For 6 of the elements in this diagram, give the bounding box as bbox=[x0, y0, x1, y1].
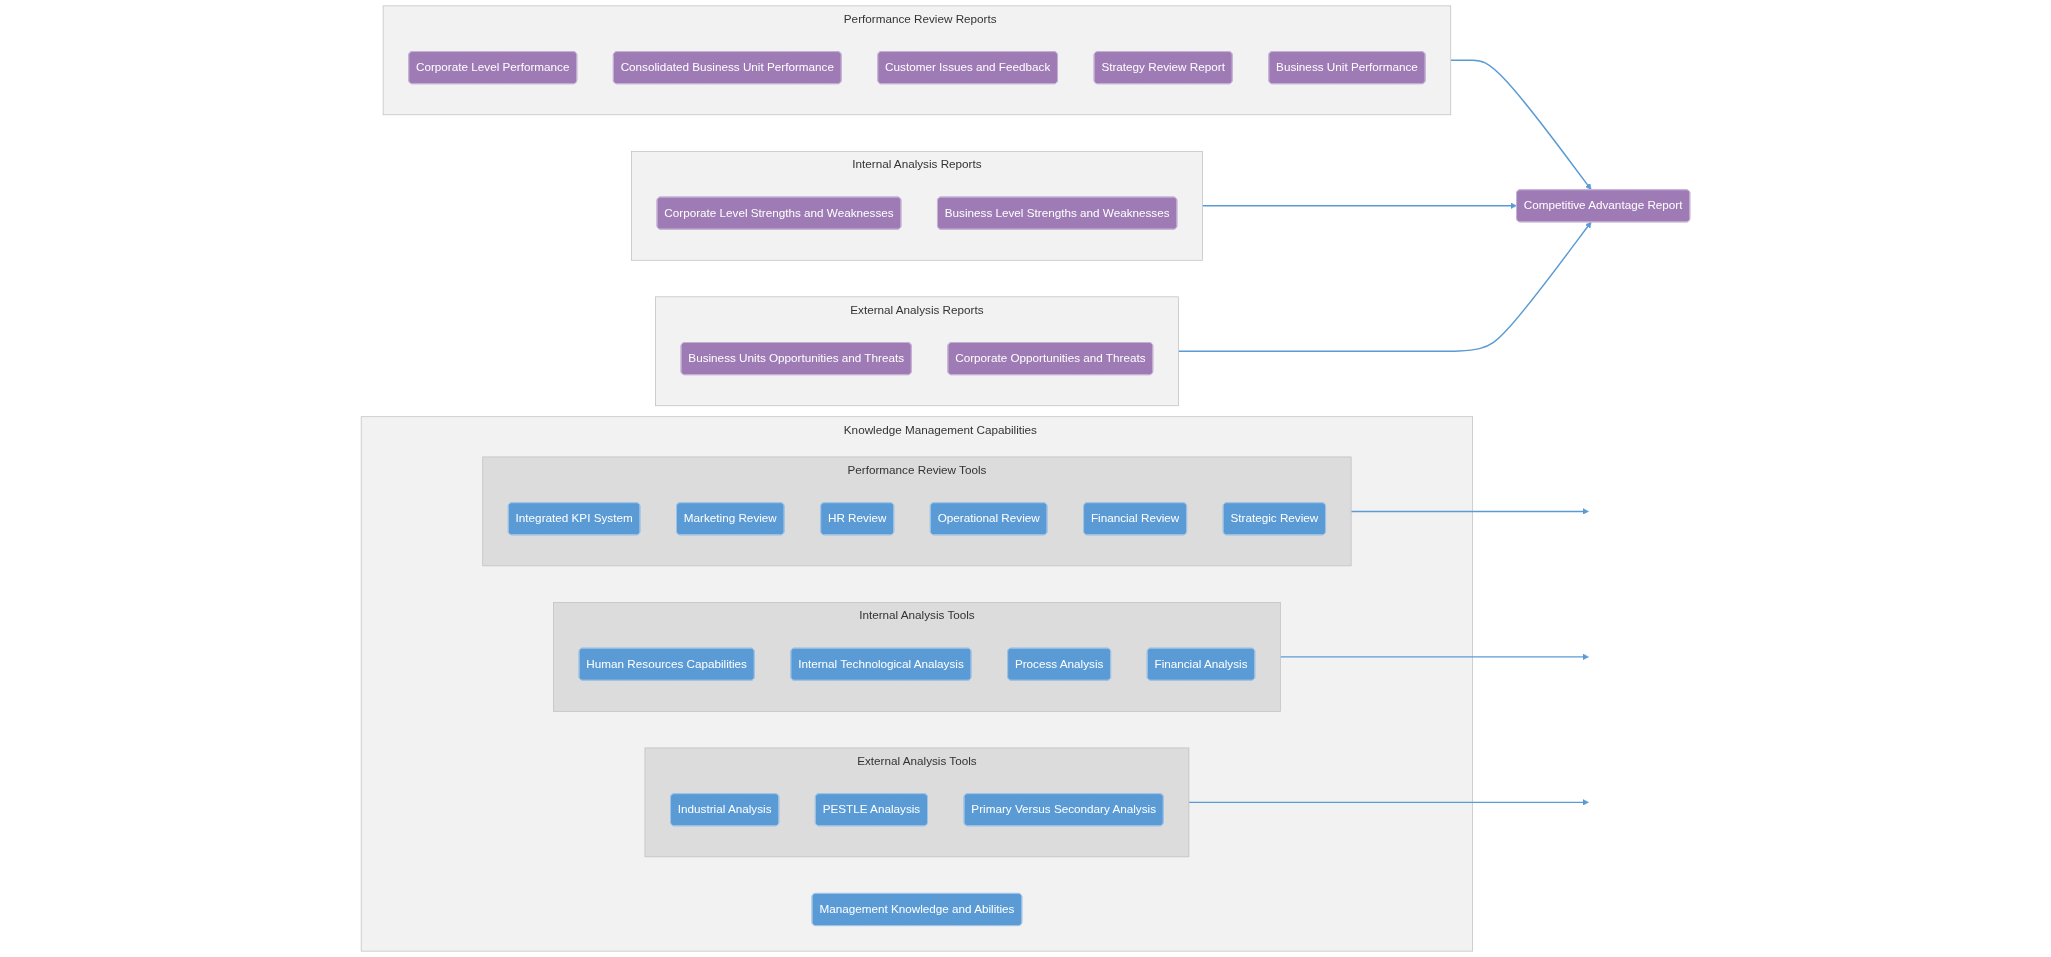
arrow bbox=[1201, 202, 1517, 209]
arrow bbox=[1177, 221, 1592, 353]
arrow bbox=[1450, 59, 1592, 190]
arrow bbox=[1350, 508, 1589, 515]
arrow bbox=[1188, 799, 1589, 806]
arrow bbox=[1279, 653, 1589, 661]
